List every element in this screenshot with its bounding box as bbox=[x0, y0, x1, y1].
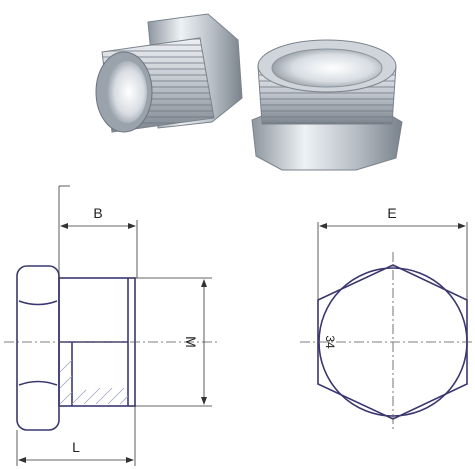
side-view-drawing: B L M bbox=[4, 185, 220, 466]
hex-facet-upper bbox=[18, 300, 58, 306]
dim-b-label: B bbox=[93, 205, 102, 221]
hex-facet-lower bbox=[18, 380, 58, 386]
dim-e-arrow-right bbox=[458, 223, 466, 229]
front-view-drawing: E 34 bbox=[300, 205, 475, 432]
dim-l-arrow-right bbox=[126, 457, 134, 463]
dim-l-arrow-left bbox=[18, 457, 26, 463]
fitting-photo-left bbox=[95, 13, 243, 133]
dim-l-label: L bbox=[72, 439, 80, 455]
dim-e-label: E bbox=[387, 205, 396, 221]
dim-m-label: M bbox=[183, 336, 199, 348]
dim-m-arrow-bottom bbox=[201, 397, 207, 405]
dim-b-arrow-left bbox=[60, 223, 68, 229]
dim-b-arrow-right bbox=[128, 223, 136, 229]
dim-e-arrow-left bbox=[319, 223, 327, 229]
dim-m-arrow-top bbox=[201, 279, 207, 287]
hex-head-outline bbox=[16, 265, 60, 431]
section-hatching bbox=[59, 359, 129, 405]
hex-size-label: 34 bbox=[323, 335, 337, 349]
fitting-photo-right bbox=[251, 39, 403, 171]
